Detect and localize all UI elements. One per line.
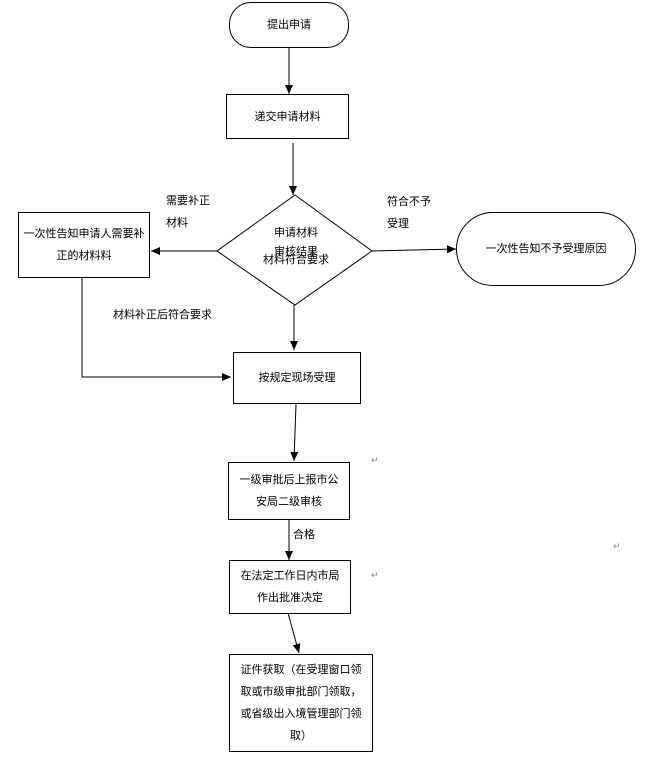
edge-label-after-correct: 材料补正后符合要求 [113, 308, 212, 321]
approval1-label: 一级审批后上报市公安局二级审核 [239, 473, 339, 508]
decision-node: 在法定工作日内市局作出批准决定 [229, 560, 351, 614]
review-node-line1: 申请材料 [274, 226, 318, 239]
pickup-node: 证件获取（在受理窗口领取或市级审批部门领取，或省级出入境管理部门领取） [229, 654, 373, 752]
edge-label-need-correct: 需要补正材料 [166, 194, 210, 229]
review-decision-diamond [216, 194, 373, 306]
notify-reject-node: 一次性告知不予受理原因 [456, 212, 636, 286]
notify-reject-label: 一次性告知不予受理原因 [485, 242, 607, 255]
start-node: 提出申请 [229, 2, 349, 48]
edge-label-pass: 合格 [293, 528, 315, 541]
decision-label: 在法定工作日内市局作出批准决定 [240, 569, 340, 604]
notify-correct-label: 一次性告知申请人需要补正的材料料 [23, 227, 145, 262]
pickup-label: 证件获取（在受理窗口领取或市级审批部门领取，或省级出入境管理部门领取） [240, 663, 362, 742]
notify-correct-node: 一次性告知申请人需要补正的材料料 [18, 212, 150, 278]
arrow-correct-to-accept [81, 278, 231, 381]
accept-node: 按规定现场受理 [233, 352, 361, 404]
edge-label-not-accept: 符合不予受理 [387, 195, 431, 230]
review-node-line2: 审核结果 [274, 245, 318, 258]
return-mark-3: ↵ [613, 542, 621, 552]
arrow-accept-to-approval1 [290, 403, 299, 462]
review-node-line3: 材料符合要求 [263, 253, 329, 266]
approval1-node: 一级审批后上报市公安局二级审核 [228, 462, 350, 520]
accept-node-label: 按规定现场受理 [258, 371, 336, 384]
arrow-review-to-reject [371, 245, 457, 254]
review-node: 申请材料 审核结果 材料符合要求 [248, 226, 344, 267]
arrow-decision-to-pickup [287, 612, 301, 654]
submit-node-label: 递交申请材料 [254, 109, 321, 123]
submit-node: 递交申请材料 [226, 94, 349, 139]
start-node-label: 提出申请 [267, 18, 311, 31]
return-mark-2: ↵ [371, 571, 379, 581]
return-mark-1: ↵ [371, 456, 379, 466]
